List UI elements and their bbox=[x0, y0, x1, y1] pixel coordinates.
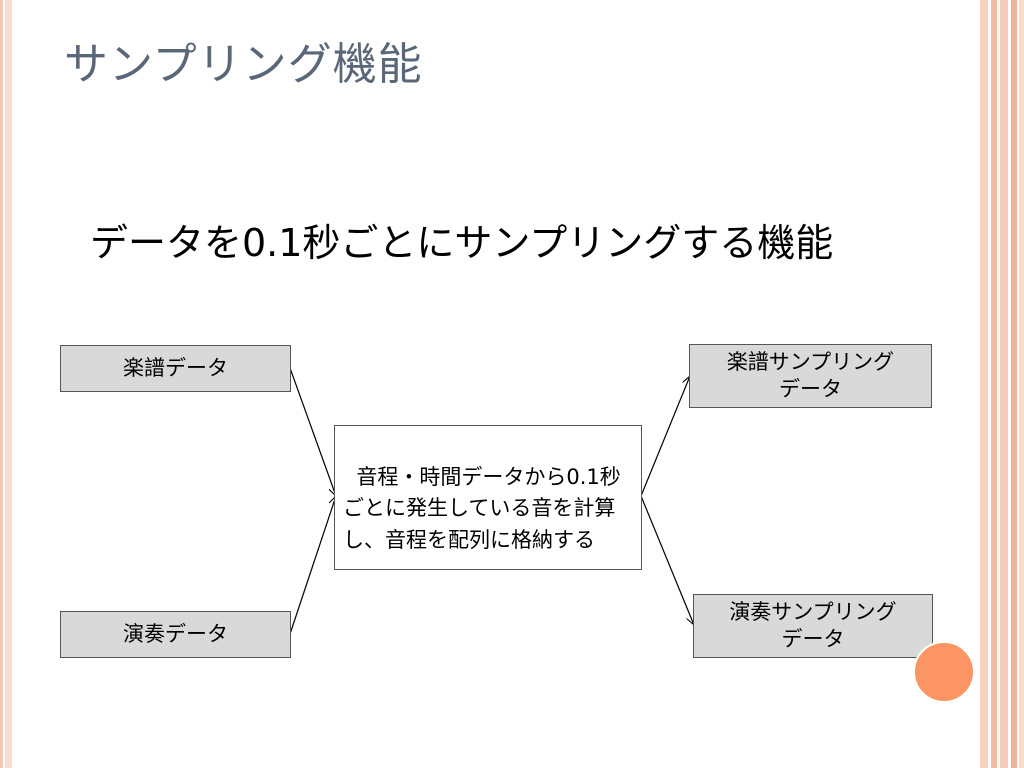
slide-title: サンプリング機能 bbox=[64, 39, 423, 90]
performance-data-box: 演奏データ bbox=[60, 611, 291, 658]
slide-subtitle: データを0.1秒ごとにサンプリングする機能 bbox=[90, 221, 834, 265]
performance-data-label: 演奏データ bbox=[123, 621, 228, 646]
arrow-score-to-process bbox=[289, 367, 336, 496]
performance-sampling-label-line1: 演奏サンプリング bbox=[729, 599, 897, 624]
score-sampling-label-line1: 楽譜サンプリング bbox=[726, 349, 895, 374]
decorative-orange-circle bbox=[913, 641, 975, 703]
score-data-box: 楽譜データ bbox=[60, 345, 291, 392]
arrow-process-to-score-sampling bbox=[640, 376, 690, 497]
score-data-label: 楽譜データ bbox=[123, 355, 228, 380]
right-decorative-stripes bbox=[976, 0, 1024, 768]
score-sampling-box: 楽譜サンプリング データ bbox=[689, 344, 932, 408]
left-decorative-border bbox=[0, 0, 12, 768]
sampling-process-box: 音程・時間データから0.1秒ごとに発生している音を計算し、音程を配列に格納する bbox=[334, 425, 642, 570]
performance-sampling-box: 演奏サンプリング データ bbox=[693, 594, 933, 658]
arrow-performance-to-process bbox=[289, 496, 336, 635]
arrow-process-to-performance-sampling bbox=[640, 495, 694, 625]
score-sampling-label-line2: データ bbox=[779, 377, 842, 401]
sampling-process-text: 音程・時間データから0.1秒ごとに発生している音を計算し、音程を配列に格納する bbox=[343, 464, 621, 552]
performance-sampling-label-line2: データ bbox=[781, 627, 845, 651]
